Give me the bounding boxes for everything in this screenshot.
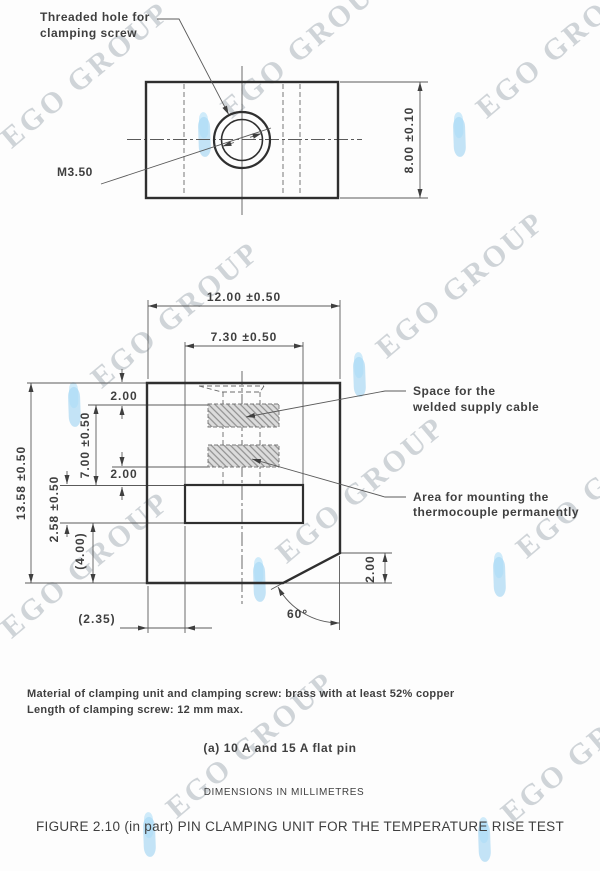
thread-inner-circle <box>220 118 264 162</box>
units-caption: DIMENSIONS IN MILLIMETRES <box>204 787 365 798</box>
dim-text-7-00: 7.00 ±0.50 <box>78 412 92 479</box>
cable-callout-line2: welded supply cable <box>412 400 539 414</box>
threaded-hole-callout-line1: Threaded hole for <box>40 10 150 24</box>
material-note-line2: Length of clamping screw: 12 mm max. <box>27 704 243 716</box>
clamp-body-outline <box>144 80 340 200</box>
cable-slot-hatch <box>207 403 280 428</box>
clamp-front-outline <box>145 381 342 585</box>
dim-text-4-00: (4.00) <box>73 532 87 569</box>
threaded-hole-callout-line2: clamping screw <box>40 26 137 40</box>
dim-text-60-degree: 60° <box>287 607 308 621</box>
dim-text-13-58: 13.58 ±0.50 <box>14 446 28 520</box>
dim-text-2-35: (2.35) <box>78 612 115 626</box>
threaded-hole-leader <box>157 18 230 115</box>
material-note-line1: Material of clamping unit and clamping s… <box>27 688 455 700</box>
thread-outer-circle <box>212 110 272 170</box>
dimension-lines <box>28 303 388 631</box>
cable-leader <box>245 390 406 418</box>
dim-text-12-00: 12.00 ±0.50 <box>207 290 281 304</box>
subfigure-caption: (a) 10 A and 15 A flat pin <box>203 741 356 755</box>
cable-callout-line1: Space for the <box>413 384 496 398</box>
m350-leader <box>100 127 272 185</box>
callout-leaders <box>245 390 406 498</box>
thermocouple-callout-line1: Area for mounting the <box>413 490 549 504</box>
thermocouple-leader <box>251 458 406 498</box>
thermocouple-callout-line2: thermocouple permanently <box>413 505 579 519</box>
dim-text-2-58: 2.58 ±0.50 <box>47 476 61 543</box>
dim-text-2-00-gap: 2.00 <box>110 467 137 481</box>
dim-text-7-30: 7.30 ±0.50 <box>211 330 278 344</box>
dim-text-2-00-top: 2.00 <box>110 389 137 403</box>
dim-text-2-00-chamfer: 2.00 <box>363 555 377 582</box>
front-view <box>25 300 406 633</box>
technical-drawing: Threaded hole for clamping screw M3.50 8… <box>14 10 579 834</box>
thread-size-label: M3.50 <box>57 165 93 179</box>
recess-outline <box>183 483 305 525</box>
dim-8-00 <box>340 81 428 199</box>
dim-text-8-00: 8.00 ±0.10 <box>402 107 416 174</box>
hidden-funnel <box>198 385 265 484</box>
hidden-lines <box>183 84 301 196</box>
dim-60-degree-arc <box>277 586 340 626</box>
figure-caption: FIGURE 2.10 (in part) PIN CLAMPING UNIT … <box>36 819 564 834</box>
top-view <box>100 18 428 215</box>
